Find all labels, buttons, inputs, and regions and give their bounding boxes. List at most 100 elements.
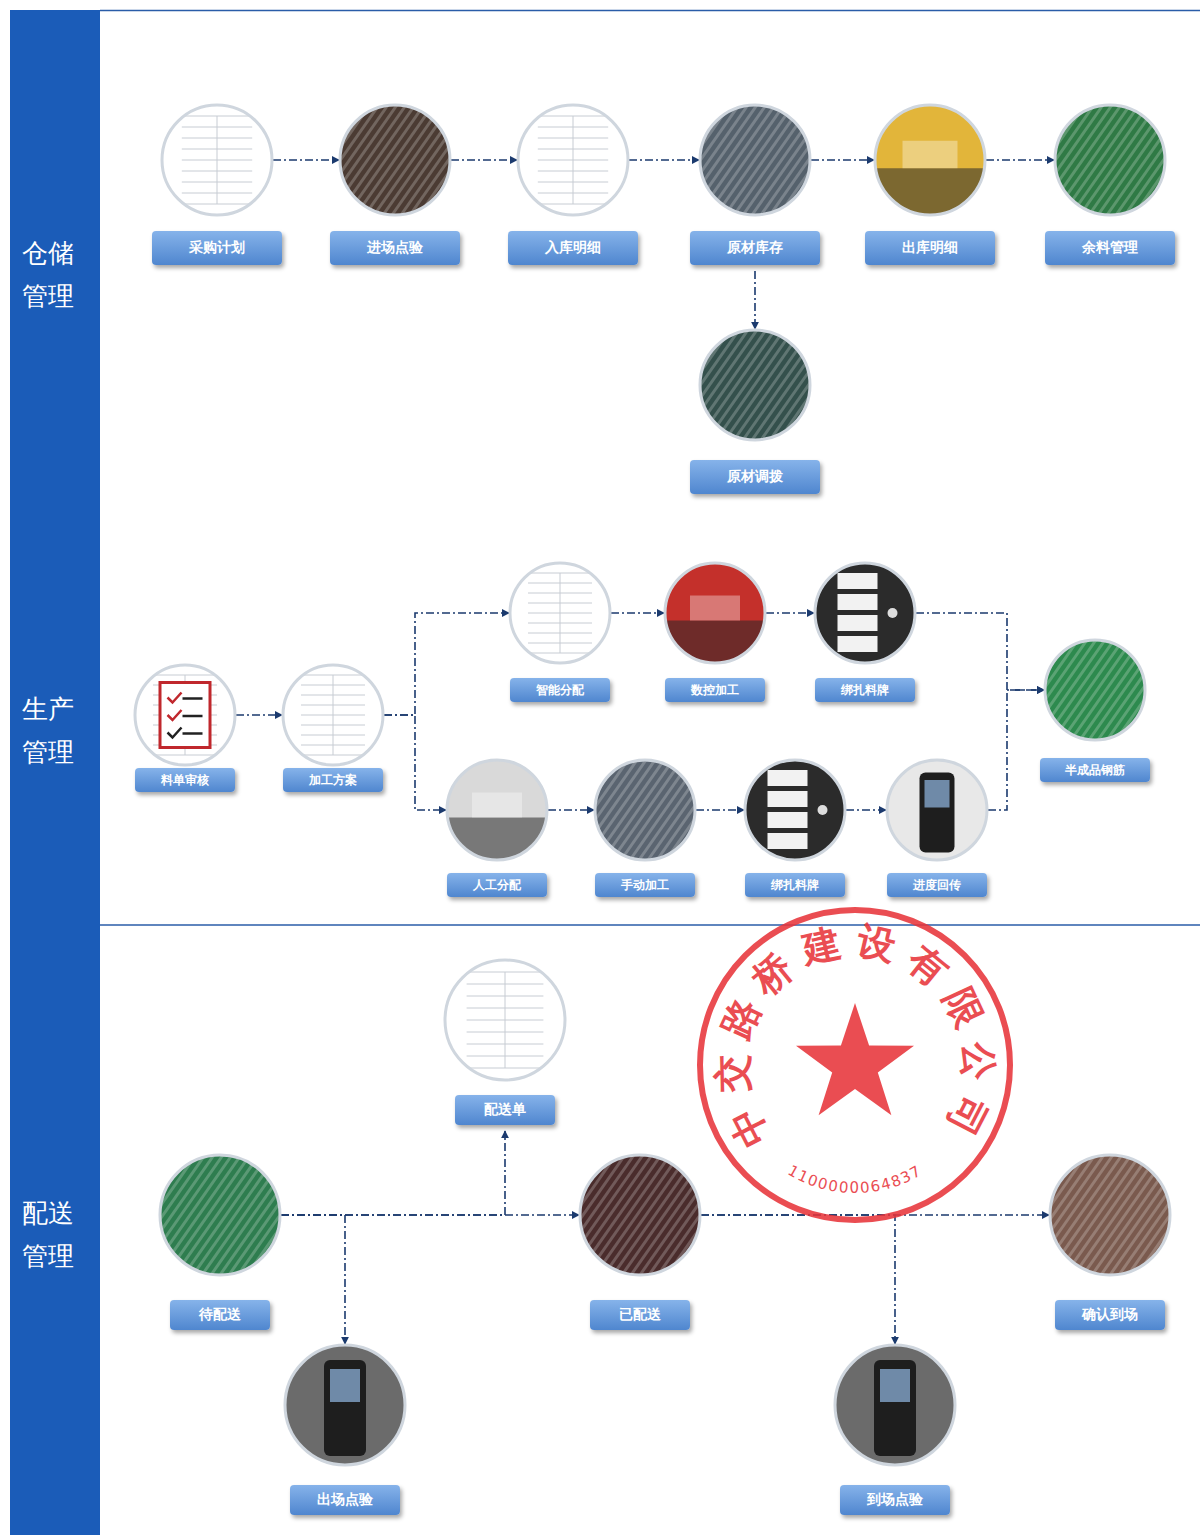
checklist-sheet: [160, 683, 210, 748]
node-photo: [696, 326, 814, 444]
node-label-pill: 出场点验: [290, 1485, 400, 1515]
photo-content: [815, 563, 915, 663]
rebar-stripe: [1047, 1155, 1131, 1275]
photo-content: [696, 330, 814, 440]
photo-frame: [595, 760, 695, 860]
tag-card: [768, 833, 808, 849]
node-photo: [883, 756, 991, 864]
node-label: 出场点验: [317, 1491, 373, 1509]
rebar-stripe: [1116, 105, 1169, 215]
section-line: [100, 924, 1200, 926]
flow-node: 到场点验: [831, 1341, 959, 1519]
rebar-stripe: [630, 760, 699, 860]
photo-frame: [445, 960, 565, 1080]
tag-card: [838, 573, 878, 589]
photo-frame: [700, 330, 810, 440]
tag-card: [768, 812, 808, 828]
node-label-pill: 智能分配: [510, 678, 610, 702]
flow-connector: [988, 690, 1044, 810]
flow-node: 原材调拨: [690, 326, 820, 498]
rebar-stripe: [184, 1155, 268, 1275]
photo-content: [285, 1345, 405, 1465]
photo-content: [696, 105, 814, 215]
flow-node: 原材库存: [690, 101, 820, 269]
seal-company-name: 中交路桥建设有限公司: [708, 917, 1001, 1154]
node-photo: [336, 101, 454, 219]
seal-number: 1100000064837: [785, 1161, 925, 1197]
flow-node: 配送单: [441, 956, 569, 1129]
rebar-stripe: [667, 1155, 704, 1275]
flow-connector: [273, 159, 339, 161]
photo-frame: [887, 760, 987, 860]
photo-ground: [887, 760, 987, 860]
photo-content: [576, 1155, 704, 1275]
rebar-stripe: [156, 1155, 232, 1275]
doc-line: [560, 573, 561, 653]
rebar-stripe: [1101, 1155, 1174, 1275]
node-label: 加工方案: [309, 772, 357, 789]
photo-content: [510, 563, 610, 663]
node-photo: [1041, 636, 1149, 744]
flow-node: 余料管理: [1045, 101, 1175, 269]
rebar-stripe: [1051, 105, 1103, 215]
flow-node: 进度回传: [883, 756, 991, 901]
photo-content: [1041, 640, 1149, 740]
rebar-stripe: [211, 1155, 284, 1275]
check-line: [183, 715, 203, 718]
node-label-pill: 数控加工: [665, 678, 765, 702]
phone-screen: [880, 1369, 910, 1402]
flow-node: 进场点验: [330, 101, 460, 269]
photo-frame: [340, 105, 450, 215]
node-label-pill: 到场点验: [840, 1485, 950, 1515]
rebar-stripe: [383, 105, 454, 215]
rebar-stripe: [649, 1155, 704, 1275]
flow-connector: [701, 1214, 1049, 1216]
rebar-stripe: [684, 760, 699, 860]
node-photo: [696, 101, 814, 219]
node-label-pill: 进度回传: [887, 873, 987, 897]
photo-content: [518, 105, 628, 215]
rebar-stripe: [743, 330, 814, 440]
node-photo: [1051, 101, 1169, 219]
photo-frame: [665, 563, 765, 663]
photo-frame: [1045, 640, 1145, 740]
rebar-stripe: [576, 1155, 652, 1275]
photo-content: [887, 760, 987, 860]
phone-screen: [330, 1369, 360, 1402]
flow-node: 出场点验: [281, 1341, 409, 1519]
photo-content: [283, 665, 383, 765]
flow-connector: [696, 809, 744, 811]
node-photo: [811, 559, 919, 667]
photo-ground: [510, 563, 610, 663]
rebar-stripe: [229, 1155, 284, 1275]
tag-card: [838, 636, 878, 652]
rebar-stripe: [594, 760, 664, 860]
node-label: 到场点验: [867, 1491, 923, 1509]
rebar-stripe: [595, 1155, 679, 1275]
node-photo: [871, 101, 989, 219]
photo-frame: [135, 665, 235, 765]
node-photo: [156, 1151, 284, 1279]
node-photo: [443, 756, 551, 864]
node-photo: [441, 956, 569, 1084]
node-label-pill: 确认到场: [1055, 1300, 1165, 1330]
rebar-stripe: [577, 1155, 661, 1275]
node-label-pill: 进场点验: [330, 231, 460, 265]
flow-connector: [701, 1215, 895, 1344]
photo-content: [162, 105, 272, 215]
photo-ground: [135, 665, 235, 765]
photo-floor: [875, 168, 985, 219]
photo-content: [135, 665, 235, 765]
node-label: 采购计划: [189, 239, 245, 257]
photo-content: [665, 563, 765, 667]
node-photo: [661, 559, 769, 667]
tag-card: [838, 615, 878, 631]
photo-ground: [445, 960, 565, 1080]
section-label: 配送 管理: [22, 1192, 82, 1278]
photo-frame: [518, 105, 628, 215]
photo-content: [336, 105, 454, 215]
photo-frame: [447, 760, 547, 860]
photo-ground: [162, 105, 272, 215]
doc-line: [333, 675, 334, 755]
seal-star: [796, 1003, 914, 1115]
